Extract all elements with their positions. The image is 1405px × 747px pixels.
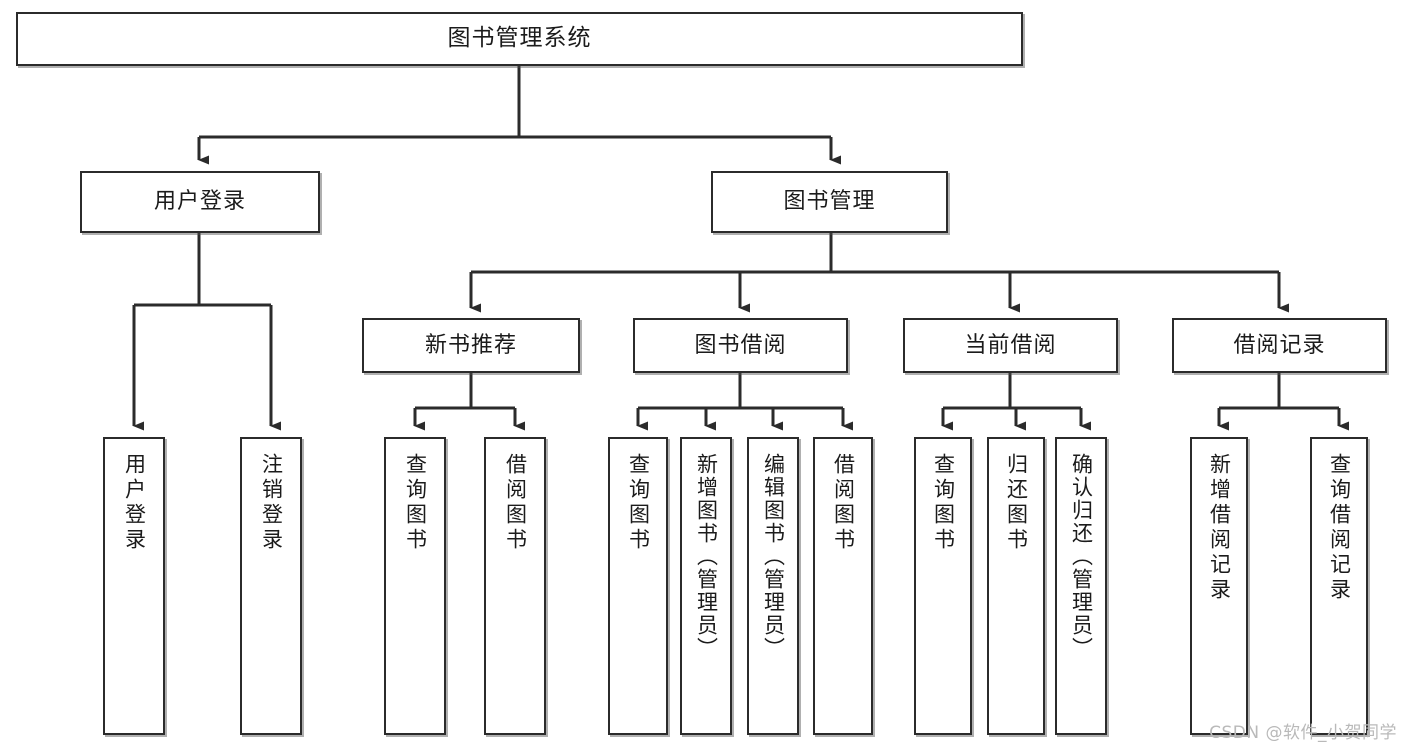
node-label: 新增图书（管理员）	[694, 453, 719, 660]
node-current-borrow[interactable]: 当前借阅	[903, 318, 1118, 373]
node-label: 图书借阅	[694, 332, 787, 358]
node-borrow-record[interactable]: 借阅记录	[1172, 318, 1387, 373]
csdn-watermark: CSDN @软件_小贺同学	[1209, 723, 1397, 743]
node-label: 借阅图书	[831, 453, 856, 553]
node-root-system[interactable]: 图书管理系统	[16, 12, 1023, 66]
node-leaf-confirm-return-admin[interactable]: 确认归还（管理员）	[1055, 437, 1107, 735]
node-leaf-borrow-book[interactable]: 借阅图书	[813, 437, 873, 735]
node-user-login[interactable]: 用户登录	[80, 171, 320, 233]
node-label: 借阅记录	[1233, 332, 1326, 358]
node-label: 新书推荐	[424, 332, 517, 358]
node-leaf-return-book[interactable]: 归还图书	[987, 437, 1045, 735]
node-leaf-query-book-current[interactable]: 查询图书	[914, 437, 972, 735]
node-leaf-user-login[interactable]: 用户登录	[103, 437, 165, 735]
node-leaf-edit-book-admin[interactable]: 编辑图书（管理员）	[747, 437, 799, 735]
node-label: 编辑图书（管理员）	[761, 453, 786, 660]
node-label: 当前借阅	[964, 332, 1057, 358]
node-leaf-query-borrow-record[interactable]: 查询借阅记录	[1310, 437, 1368, 735]
node-new-book-recommend[interactable]: 新书推荐	[362, 318, 580, 373]
node-leaf-query-book-recommend[interactable]: 查询图书	[384, 437, 446, 735]
node-label: 归还图书	[1004, 453, 1029, 553]
node-leaf-add-book-admin[interactable]: 新增图书（管理员）	[680, 437, 732, 735]
node-label: 用户登录	[122, 453, 147, 553]
node-leaf-logout[interactable]: 注销登录	[240, 437, 302, 735]
node-book-manage[interactable]: 图书管理	[711, 171, 948, 233]
node-book-borrow[interactable]: 图书借阅	[633, 318, 848, 373]
node-leaf-query-book-borrow[interactable]: 查询图书	[608, 437, 668, 735]
node-leaf-add-borrow-record[interactable]: 新增借阅记录	[1190, 437, 1248, 735]
node-label: 查询图书	[931, 453, 956, 553]
node-label: 图书管理系统	[447, 25, 592, 52]
node-label: 新增借阅记录	[1207, 453, 1232, 603]
node-label: 查询图书	[403, 453, 428, 553]
node-label: 查询借阅记录	[1327, 453, 1352, 603]
node-label: 确认归还（管理员）	[1069, 453, 1094, 660]
node-label: 用户登录	[153, 189, 246, 215]
node-label: 查询图书	[626, 453, 651, 553]
node-leaf-borrow-book-recommend[interactable]: 借阅图书	[484, 437, 546, 735]
node-label: 注销登录	[259, 453, 284, 553]
node-label: 借阅图书	[503, 453, 528, 553]
node-label: 图书管理	[783, 189, 876, 215]
